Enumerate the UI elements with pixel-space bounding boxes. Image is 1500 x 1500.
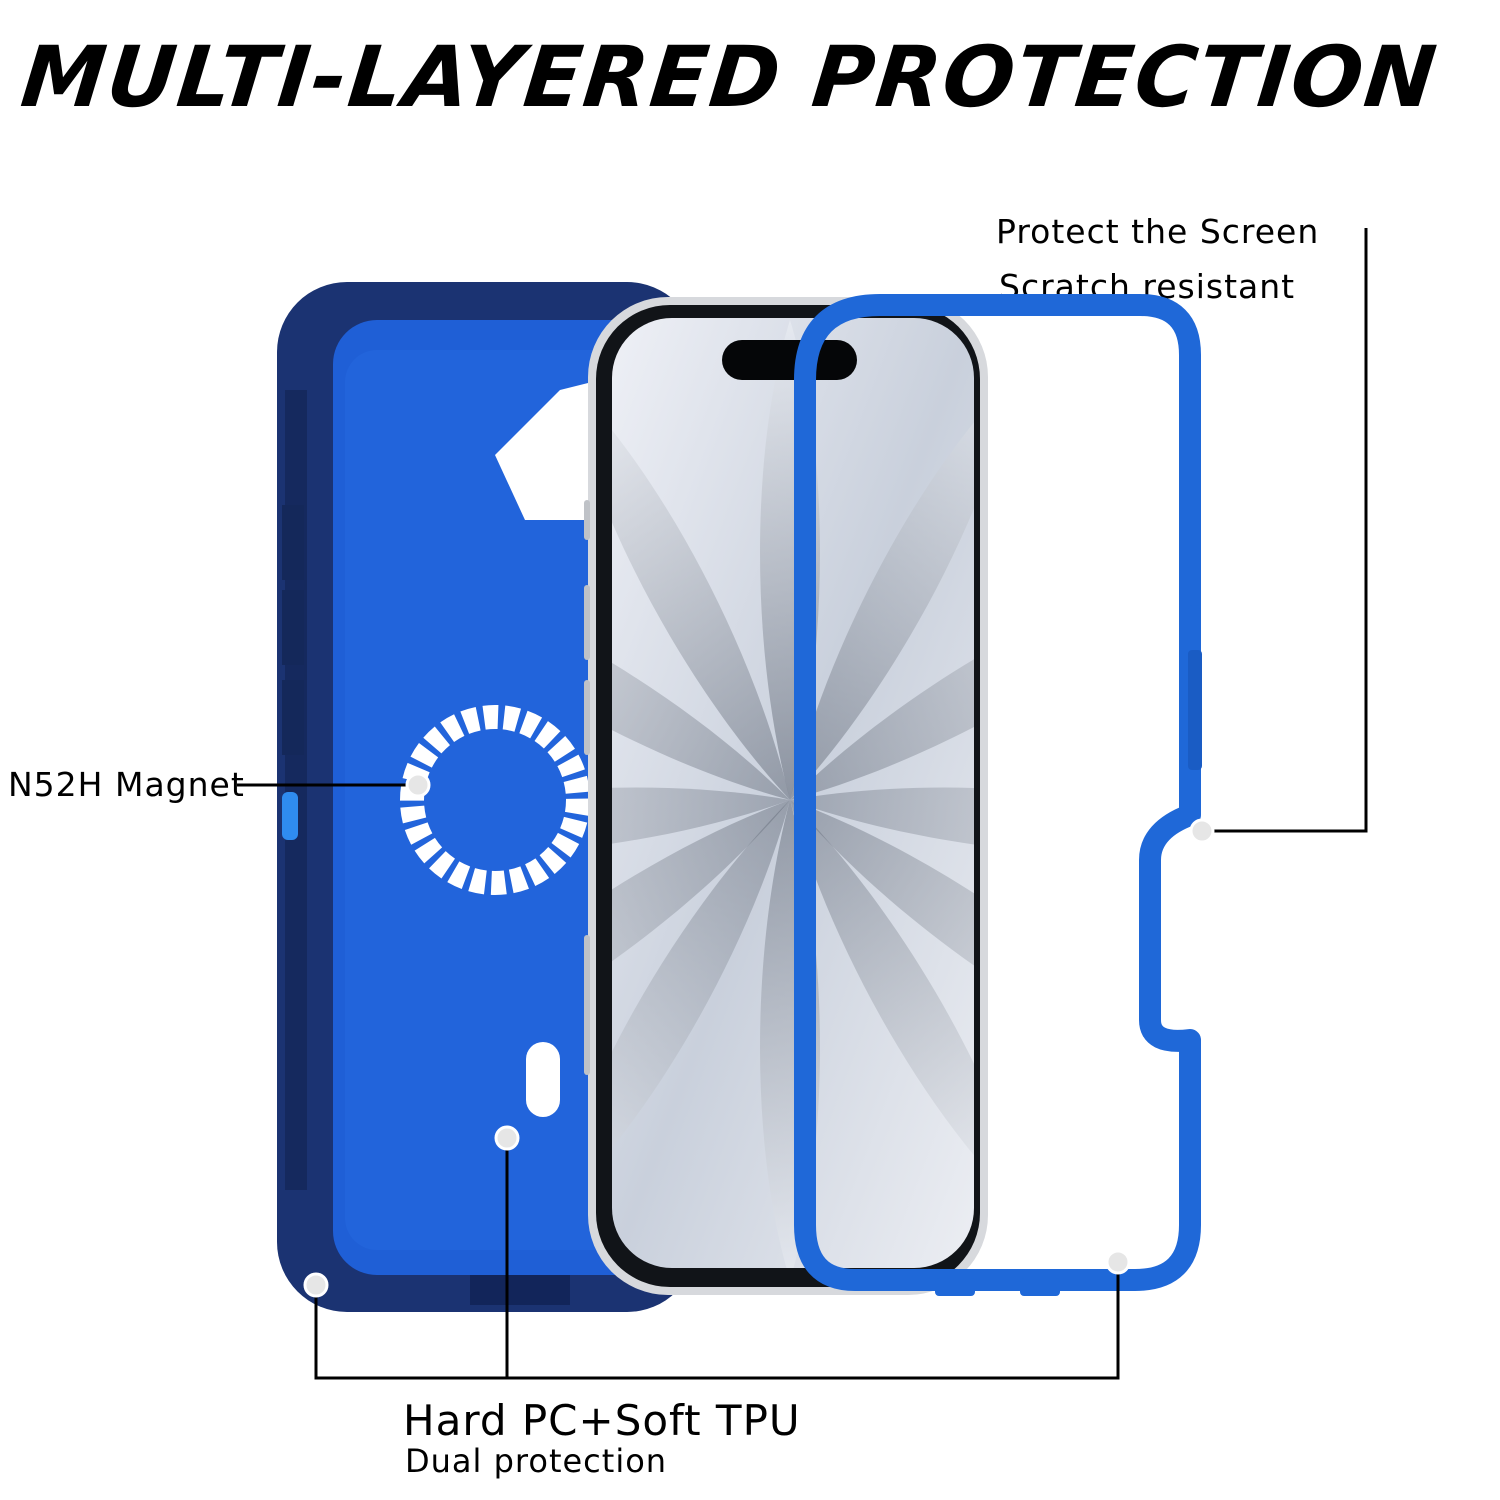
callout-magnet: N52H Magnet (8, 765, 245, 804)
magnet-ring-icon (400, 705, 590, 895)
dot-icon (303, 1272, 329, 1298)
wallpaper-flower (612, 320, 974, 1268)
callout-screen-title: Protect the Screen (996, 212, 1320, 251)
side-button-icon (282, 680, 304, 755)
camera-cutout (495, 380, 600, 520)
callout-material-subtitle: Dual protection (405, 1442, 668, 1480)
callout-material-title: Hard PC+Soft TPU (403, 1396, 801, 1445)
lanyard-slot-icon (526, 1042, 560, 1117)
phone (584, 297, 988, 1295)
indicator-dots (303, 772, 1215, 1298)
dot-icon (1189, 818, 1215, 844)
dynamic-island-icon (722, 340, 857, 380)
side-button-icon (282, 505, 304, 580)
side-button-icon (282, 590, 304, 665)
action-button-icon (282, 792, 298, 840)
callout-line-material (314, 1262, 1120, 1380)
dot-icon (405, 772, 431, 798)
callout-line-screen (1202, 228, 1368, 833)
screen-frame (794, 294, 1202, 1296)
callout-lines (237, 228, 1368, 1380)
dot-icon (1105, 1249, 1131, 1275)
dot-icon (494, 1125, 520, 1151)
